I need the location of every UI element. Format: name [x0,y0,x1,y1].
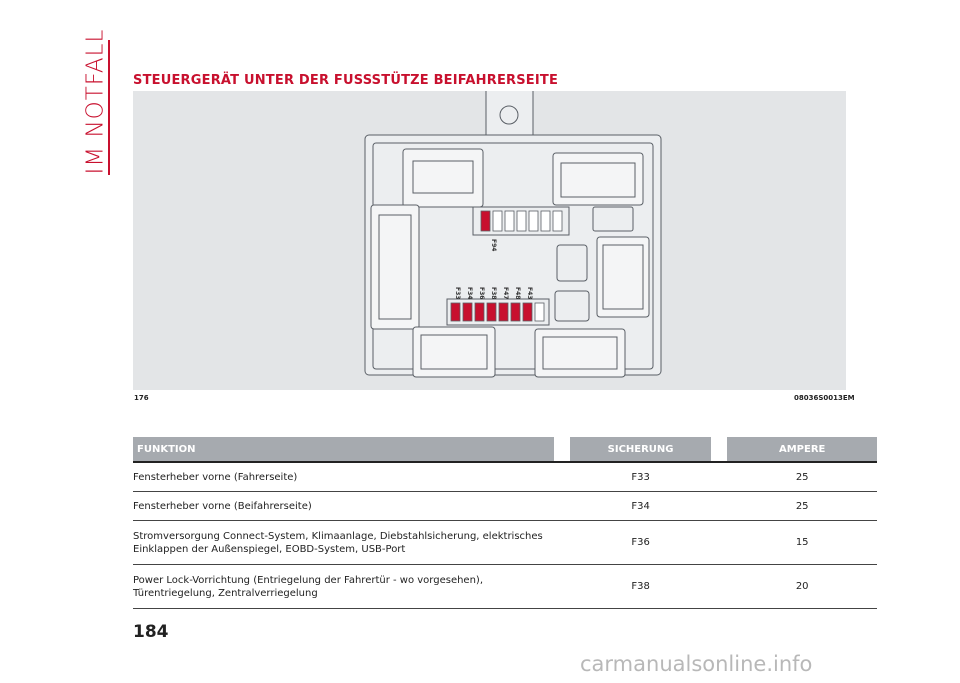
figure-code: 08036S0013EM [794,394,855,402]
cell-spacer [711,564,728,609]
fuse-label: F33 [454,287,461,299]
header-spacer [711,437,728,463]
cell-ampere: 25 [727,462,877,492]
cell-fuse: F38 [569,564,712,609]
cell-ampere: 20 [727,564,877,609]
cell-spacer [553,520,570,565]
chapter-tab-label: IM NOTFALL [82,28,109,175]
cell-function-line2: Einklappen der Außenspiegel, EOBD-System… [133,543,406,555]
cell-function: Fensterheber vorne (Fahrerseite) [133,462,554,492]
cell-function: Stromversorgung Connect-System, Klimaanl… [133,520,554,565]
fuse-label: F34 [466,287,473,299]
fuse-table: FUNKTION SICHERUNG AMPERE Fensterheber v… [133,437,877,609]
cell-function-line2: Türentriegelung, Zentralverriegelung [133,587,318,599]
cell-fuse: F34 [569,491,712,521]
header-spacer [553,437,570,463]
fuse-label: F38 [490,287,497,299]
cell-function-line1: Power Lock-Vorrichtung (Entriegelung der… [133,574,484,586]
cell-fuse: F36 [569,520,712,565]
table-row: Fensterheber vorne (Beifahrerseite) F34 … [133,491,877,521]
fuse-label: F48 [514,287,521,299]
cell-fuse: F33 [569,462,712,492]
fuse-label-top: F94 [490,239,497,251]
fuse-label: F43 [526,287,533,299]
watermark: carmanualsonline.info [580,652,813,676]
table-header-row: FUNKTION SICHERUNG AMPERE [133,437,877,463]
cell-ampere: 25 [727,491,877,521]
cell-spacer [711,462,728,492]
cell-spacer [711,491,728,521]
chapter-tab-bar [108,40,110,175]
cell-spacer [711,520,728,565]
cell-function-line1: Stromversorgung Connect-System, Klimaanl… [133,530,543,542]
header-fuse: SICHERUNG [569,437,712,463]
fuse-label: F36 [478,287,485,299]
page-number: 184 [133,622,169,642]
cell-spacer [553,564,570,609]
header-ampere: AMPERE [727,437,877,463]
fuse-box-figure: F33 F34 F36 F38 F47 F48 F43 F94 [133,91,846,390]
cell-function: Power Lock-Vorrichtung (Entriegelung der… [133,564,554,609]
fuse-label: F47 [502,287,509,299]
table-row: Stromversorgung Connect-System, Klimaanl… [133,520,877,565]
cell-spacer [553,491,570,521]
fuse-box-diagram: F33 F34 F36 F38 F47 F48 F43 F94 [364,91,662,378]
chapter-tab: IM NOTFALL [80,28,110,175]
cell-function: Fensterheber vorne (Beifahrerseite) [133,491,554,521]
section-title: STEUERGERÄT UNTER DER FUSSSTÜTZE BEIFAHR… [133,73,559,88]
table-row: Power Lock-Vorrichtung (Entriegelung der… [133,564,877,609]
figure-number: 176 [134,394,149,402]
cell-ampere: 15 [727,520,877,565]
cell-spacer [553,462,570,492]
header-function: FUNKTION [133,437,554,463]
table-row: Fensterheber vorne (Fahrerseite) F33 25 [133,462,877,492]
